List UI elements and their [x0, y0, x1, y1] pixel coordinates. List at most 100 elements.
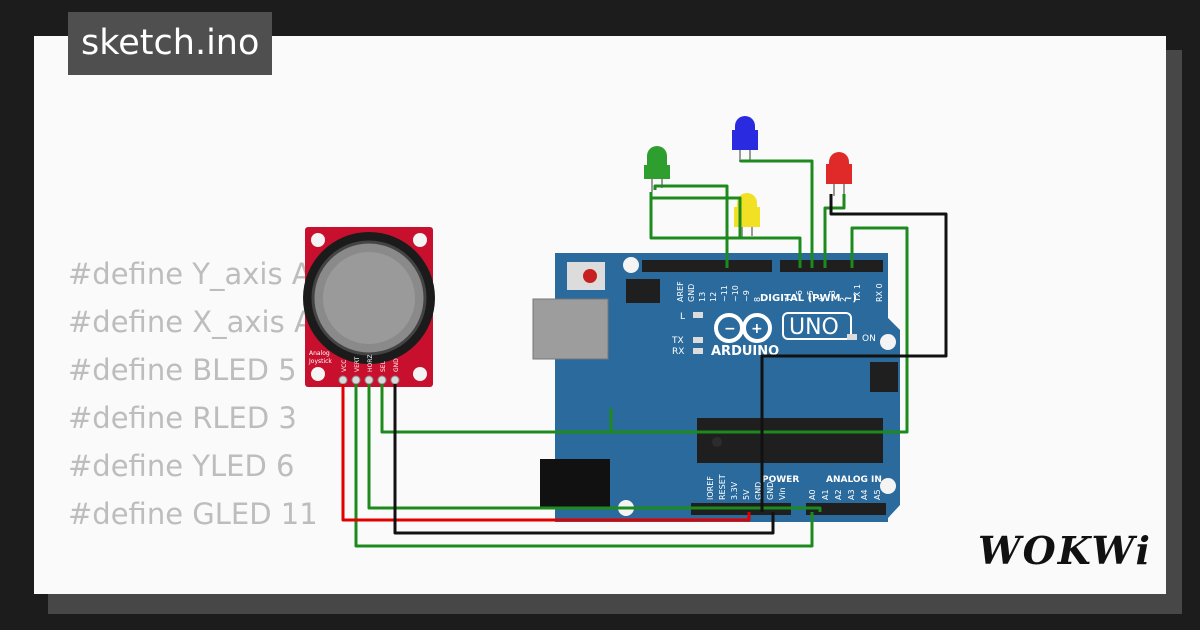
- led-red[interactable]: [826, 152, 852, 196]
- joystick-pin: [338, 375, 348, 385]
- tx-led: [693, 337, 703, 343]
- wire-black: [393, 384, 775, 535]
- uno-badge: [782, 312, 852, 340]
- pin-label: A2: [834, 489, 843, 500]
- code-line: #define YLED 6: [68, 449, 295, 483]
- digital-header-right: [780, 260, 883, 272]
- mount-hole: [413, 233, 427, 247]
- joystick-pin: [351, 375, 361, 385]
- pin-label: 13: [698, 292, 707, 302]
- code-line: #define BLED 5: [68, 353, 297, 387]
- pin-label: ~5: [806, 290, 815, 302]
- pin-label: 4: [817, 297, 826, 302]
- joystick-pin-label: HORZ: [367, 354, 374, 372]
- digital-pin-labels: AREF GND 13 12 ~11 ~10 ~9 8 7 ~6 ~5 4 ~3…: [676, 281, 884, 303]
- rx-label: RX: [672, 347, 684, 357]
- pin-label: TX 1: [853, 284, 862, 303]
- pin-label: Vin: [778, 487, 787, 500]
- reset-button: [583, 269, 597, 283]
- wire-red: [341, 384, 751, 522]
- svg-text:+: +: [751, 321, 763, 337]
- wire-green: [649, 192, 802, 268]
- mount-hole: [311, 367, 325, 381]
- digital-header-left: [642, 260, 772, 272]
- power-jack: [540, 459, 610, 507]
- pin-label: GND: [754, 482, 763, 500]
- code-line: #define GLED 11: [68, 497, 318, 531]
- svg-text:−: −: [724, 321, 736, 337]
- wire-green: [380, 384, 611, 434]
- led-green[interactable]: [644, 146, 670, 192]
- analog-header-label: ANALOG IN: [826, 475, 882, 485]
- wire-green: [609, 226, 909, 434]
- pin-label: GND: [766, 482, 775, 500]
- power-pin-labels: IOREF RESET 3.3V 5V GND GND Vin: [706, 474, 787, 500]
- joystick-pin-label: VCC: [341, 360, 348, 372]
- code-line: #define RLED 3: [68, 401, 297, 435]
- joystick-label: Joystick: [308, 358, 332, 365]
- arduino-uno[interactable]: AREF GND 13 12 ~11 ~10 ~9 8 7 ~6 ~5 4 ~3…: [532, 253, 900, 522]
- pin-label: RESET: [718, 474, 727, 500]
- l-led: [693, 312, 703, 318]
- mount-hole: [623, 257, 639, 273]
- pin-label: A4: [860, 489, 869, 500]
- joystick-label: Analog: [309, 350, 330, 357]
- arduino-logo: − +: [714, 313, 772, 343]
- pin-label: A3: [847, 489, 856, 500]
- pin-label: ~3: [828, 290, 837, 302]
- wire-black: [760, 194, 948, 512]
- led-blue[interactable]: [732, 116, 758, 162]
- chip-notch: [712, 437, 722, 447]
- joystick-pin-label: GND: [393, 358, 400, 372]
- pin-label: A0: [808, 489, 817, 500]
- digital-header-label: DIGITAL (PWM ~): [760, 293, 857, 304]
- analog-header: [806, 503, 886, 515]
- pin-label: 8: [753, 297, 762, 302]
- atmega-chip: [697, 418, 883, 463]
- wire-green: [823, 194, 846, 268]
- joystick-pin: [390, 375, 400, 385]
- pin-label: A5: [873, 489, 882, 500]
- mount-hole: [880, 478, 896, 494]
- wire-green: [367, 384, 822, 512]
- file-name-tab[interactable]: sketch.ino: [68, 12, 273, 75]
- analog-pin-labels: A0 A1 A2 A3 A4 A5: [808, 489, 882, 500]
- on-led: [847, 334, 857, 340]
- wire-green: [651, 196, 742, 238]
- icsp-header-2: [870, 362, 898, 392]
- pin-label: ~6: [795, 290, 804, 302]
- code-line: int NoX_ValX: [68, 586, 332, 594]
- on-label: ON: [862, 334, 876, 344]
- joystick-knob-center: [323, 252, 415, 344]
- wokwi-logo: WOKWi: [978, 528, 1152, 573]
- wire-green: [354, 384, 814, 548]
- pin-label: IOREF: [706, 476, 715, 500]
- l-label: L: [680, 312, 685, 322]
- tx-label: TX: [671, 336, 684, 346]
- pin-label: 12: [709, 292, 718, 302]
- power-header-label: POWER: [762, 475, 799, 485]
- usb-port: [532, 298, 609, 360]
- joystick-pin-label: SEL: [380, 360, 387, 372]
- pin-label: ~11: [720, 285, 729, 302]
- mount-hole: [413, 367, 427, 381]
- pin-label: 3.3V: [730, 481, 739, 500]
- rx-led: [693, 348, 703, 354]
- mount-hole: [311, 233, 325, 247]
- wire-green: [653, 184, 729, 268]
- joystick-pin: [377, 375, 387, 385]
- joystick-pin: [364, 375, 374, 385]
- pin-label: A1: [821, 489, 830, 500]
- led-yellow[interactable]: [734, 193, 760, 238]
- joystick-module[interactable]: Analog Joystick VCC VERT HORZ SEL GND: [303, 227, 435, 387]
- pin-label: 5V: [742, 489, 751, 500]
- pin-label: GND: [687, 284, 696, 302]
- pin-label: AREF: [676, 281, 685, 302]
- mount-hole: [880, 334, 896, 350]
- wire-green: [739, 159, 814, 268]
- pin-label: 7: [784, 297, 793, 302]
- joystick-pins: VCC VERT HORZ SEL GND: [338, 354, 400, 385]
- pin-label: 2: [839, 297, 848, 302]
- pin-label: ~10: [731, 285, 740, 302]
